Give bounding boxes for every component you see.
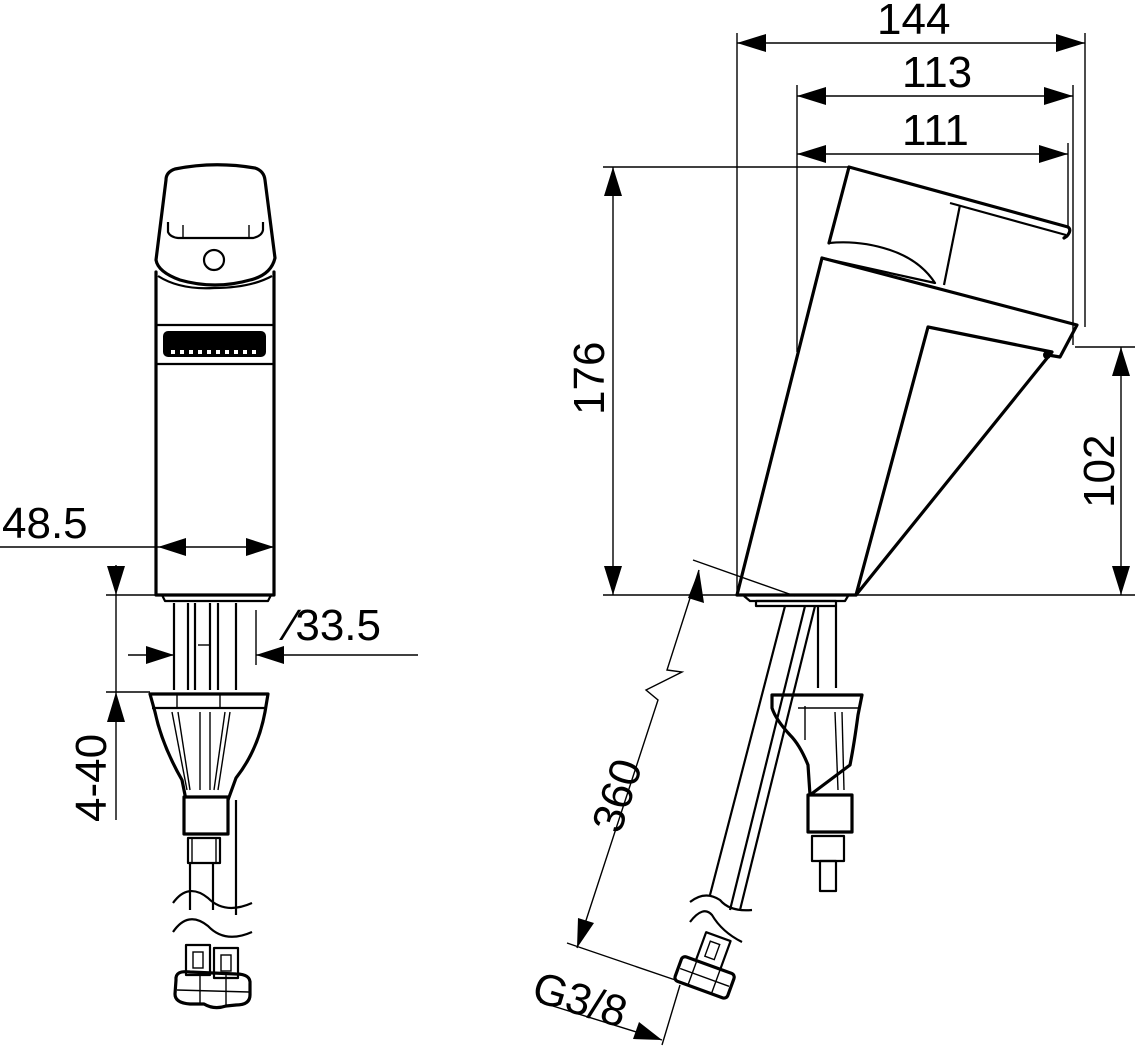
dimension-total-height: 176 (565, 166, 1135, 596)
dim-label-111: 111 (902, 106, 969, 155)
dimension-spout-height: 102 (1075, 346, 1135, 595)
hose-end-fittings (173, 943, 252, 1010)
side-view: 144 113 111 176 (527, 0, 1135, 1046)
aerator-grille (163, 331, 266, 357)
fixing-nut-side (770, 693, 864, 797)
dim-label-102: 102 (1075, 435, 1124, 508)
lever-top-face (166, 222, 265, 240)
break-line (172, 890, 253, 910)
dimension-counter-thickness: 4-40 (67, 565, 156, 822)
dimension-spout-reach-inner: 111 (797, 106, 1069, 228)
dim-label-113: 113 (902, 48, 972, 97)
aerator-dots (171, 350, 256, 354)
dim-label-diameter-33-5: ∕33.5 (279, 601, 381, 650)
break-line (172, 918, 253, 938)
dimension-shank-diameter: ∕33.5 (128, 601, 418, 665)
dim-label-176: 176 (565, 342, 614, 415)
dim-label-144: 144 (877, 0, 950, 44)
front-view: 48.5 ∕33.5 4-40 (0, 163, 418, 1010)
dim-label-g3-8: G3/8 (527, 963, 633, 1038)
supply-shanks (172, 603, 238, 690)
lever-handle (154, 163, 277, 287)
dimension-connection-thread: G3/8 (527, 963, 681, 1046)
lever-screw (202, 248, 226, 272)
dimension-hose-length: 360 (566, 559, 796, 986)
dim-label-48-5: 48.5 (2, 499, 88, 548)
dim-label-4-40: 4-40 (67, 734, 116, 822)
hose-end-fitting-side (673, 931, 736, 1000)
fixing-nut (148, 692, 270, 802)
faucet-body (154, 270, 276, 597)
dim-label-360: 360 (583, 753, 652, 838)
dimension-body-width: 48.5 (0, 499, 274, 556)
dimension-spout-reach-outer: 113 (796, 48, 1074, 352)
faucet-body-side (735, 256, 824, 597)
dimension-total-depth: 144 (736, 0, 1086, 595)
